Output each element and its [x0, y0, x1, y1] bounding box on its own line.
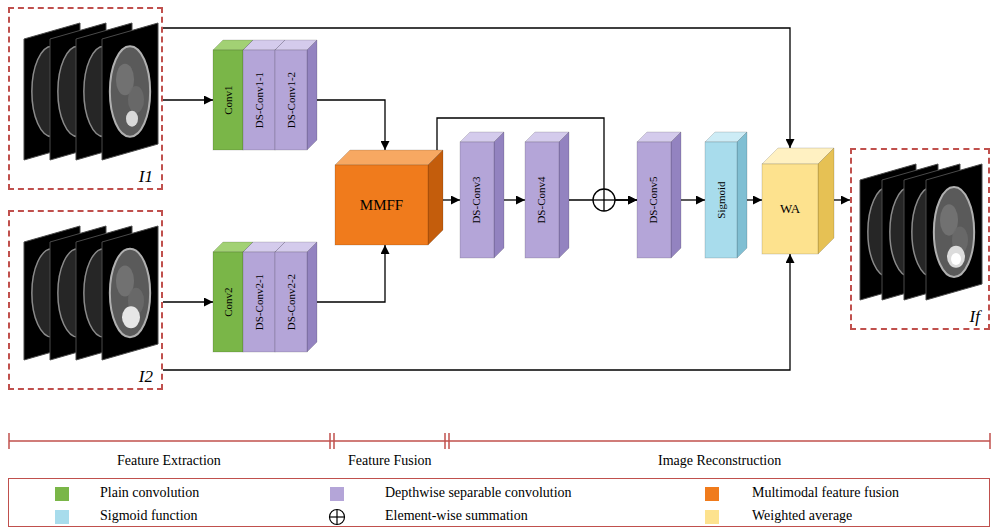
fused-image-stack: If	[850, 148, 990, 330]
block-label: DS-Conv3	[471, 176, 483, 223]
sigmoid-block: Sigmoid	[705, 132, 747, 258]
legend-swatch	[705, 510, 719, 524]
connector-arrow	[317, 100, 385, 150]
block-face: WA	[762, 164, 818, 254]
weighted-average-block: WA	[762, 148, 834, 254]
connector-arrow	[163, 301, 213, 302]
ds-conv-block: DS-Conv1-2	[275, 40, 317, 150]
ds-conv-block: DS-Conv5	[637, 132, 681, 258]
block-face: DS-Conv1-2	[275, 50, 307, 150]
block-label: Conv1	[222, 85, 234, 114]
connector-arrow	[443, 199, 460, 200]
fusion-block: MMFF	[335, 150, 443, 245]
legend-text: Sigmoid function	[100, 508, 198, 525]
legend-text: Weighted average	[752, 508, 852, 525]
summation-symbol	[593, 189, 615, 211]
section-label: Image Reconstruction	[656, 453, 783, 470]
block-face: DS-Conv3	[460, 142, 494, 258]
ds-conv-block: DS-Conv3	[460, 132, 504, 258]
connector-arrow	[317, 245, 385, 302]
block-label: DS-Conv4	[536, 176, 548, 223]
block-label: DS-Conv5	[648, 176, 660, 223]
block-face: DS-Conv1-1	[243, 50, 275, 150]
block-face: Conv2	[213, 252, 243, 352]
image-label: If	[970, 308, 980, 327]
block-label: DS-Conv1-2	[285, 72, 297, 128]
block-face: MMFF	[335, 165, 428, 245]
legend-text: Element-wise summation	[385, 508, 528, 525]
section-bar	[9, 433, 990, 449]
image-label: I2	[139, 368, 153, 387]
block-label: DS-Conv1-1	[253, 72, 265, 128]
block-face: DS-Conv5	[637, 142, 671, 258]
summation-symbol	[328, 508, 346, 526]
block-label: DS-Conv2-1	[253, 274, 265, 330]
section-label: Feature Extraction	[115, 453, 223, 470]
ds-conv-block: DS-Conv2-2	[275, 242, 317, 352]
block-face: Conv1	[213, 50, 243, 150]
block-face: DS-Conv2-1	[243, 252, 275, 352]
ds-conv-block: DS-Conv4	[525, 132, 569, 258]
block-face: DS-Conv4	[525, 142, 559, 258]
legend-text: Multimodal feature fusion	[752, 485, 899, 502]
image-slices	[10, 212, 161, 388]
image-slices	[852, 150, 988, 328]
image-slices	[10, 9, 161, 188]
legend-swatch	[330, 487, 344, 501]
legend-text: Plain convolution	[100, 485, 199, 502]
legend-swatch	[705, 487, 719, 501]
legend-swatch	[55, 487, 69, 501]
section-label: Feature Fusion	[346, 453, 434, 470]
legend-text: Depthwise separable convolution	[385, 485, 572, 502]
connector-arrow	[834, 199, 850, 200]
block-face: DS-Conv2-2	[275, 252, 307, 352]
block-face: Sigmoid	[705, 142, 737, 258]
block-label: Conv2	[222, 287, 234, 316]
input-image-stack: I1	[8, 7, 163, 190]
block-label: DS-Conv2-2	[285, 274, 297, 330]
connector-arrow	[504, 199, 525, 200]
input-image-stack: I2	[8, 210, 163, 390]
image-label: I1	[139, 168, 153, 187]
connector-arrow	[163, 99, 213, 100]
block-label: WA	[780, 202, 800, 216]
connector-arrow	[747, 199, 762, 200]
block-label: Sigmoid	[715, 181, 727, 218]
block-label: MMFF	[360, 197, 403, 214]
connector-arrow	[681, 199, 705, 200]
legend-swatch	[55, 510, 69, 524]
